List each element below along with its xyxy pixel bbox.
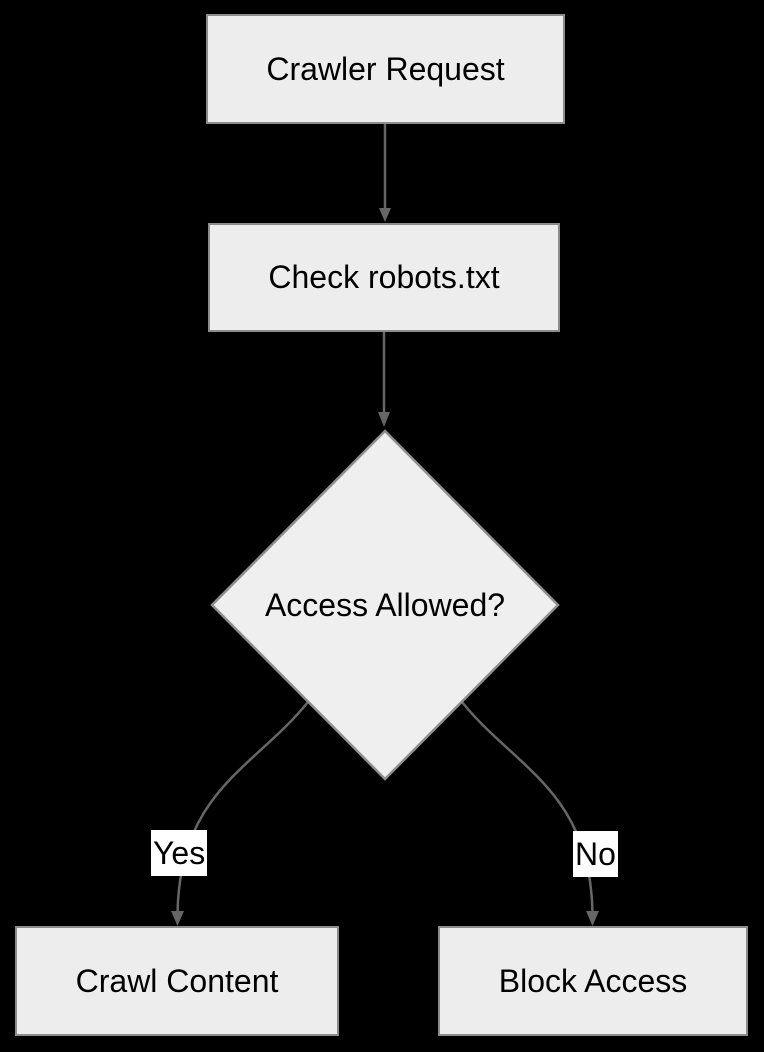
node-crawler-request-label: Crawler Request bbox=[266, 50, 505, 87]
edge-yes-branch bbox=[176, 701, 309, 914]
arrowhead-down-icon bbox=[379, 208, 391, 222]
arrowhead-down-icon bbox=[586, 911, 599, 926]
node-access-allowed-label: Access Allowed? bbox=[264, 586, 506, 623]
edge-label-yes: Yes bbox=[151, 830, 208, 876]
node-check-robots-label: Check robots.txt bbox=[268, 259, 500, 295]
node-block-access: Block Access bbox=[438, 926, 748, 1036]
node-crawl-content-label: Crawl Content bbox=[75, 962, 279, 999]
arrowhead-down-icon bbox=[378, 412, 390, 427]
arrowhead-down-icon bbox=[171, 911, 184, 926]
decision-node-shape bbox=[210, 429, 560, 781]
node-access-allowed: Access Allowed? bbox=[235, 582, 535, 628]
node-crawl-content: Crawl Content bbox=[15, 926, 339, 1036]
node-crawler-request: Crawler Request bbox=[206, 14, 565, 124]
edge-label-no: No bbox=[573, 831, 618, 877]
node-block-access-label: Block Access bbox=[498, 962, 688, 999]
node-check-robots: Check robots.txt bbox=[208, 223, 560, 332]
edge-no-branch bbox=[461, 701, 594, 914]
